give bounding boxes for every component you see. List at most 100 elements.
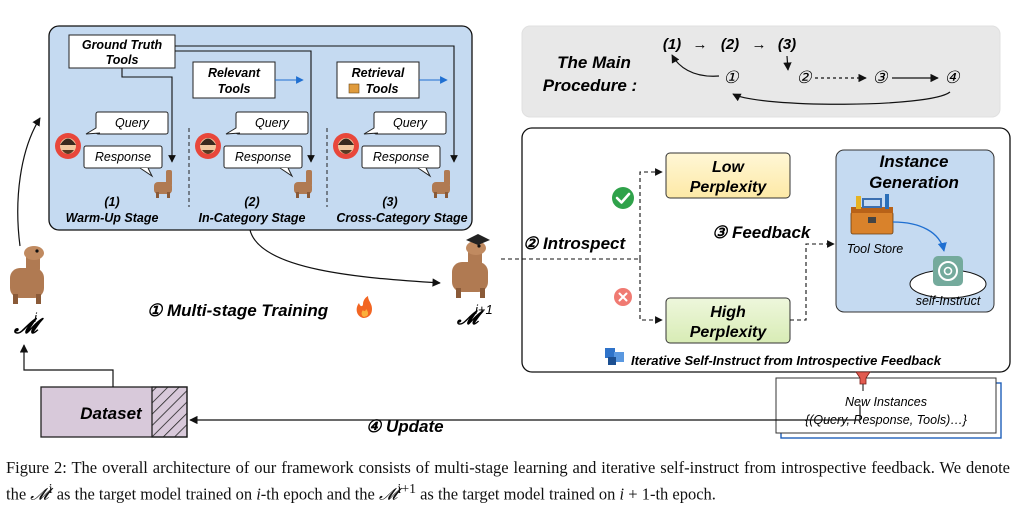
- dataset-label: Dataset: [80, 404, 143, 423]
- feedback-arrow: [790, 240, 835, 321]
- high-perplexity-line1: High: [710, 304, 746, 321]
- tool-store-icon: [850, 194, 894, 235]
- query-label: Query: [255, 116, 290, 130]
- caption-model-i-sup: i: [48, 480, 53, 496]
- response-bubble: Response: [83, 145, 163, 178]
- update-arrow: [189, 405, 861, 425]
- model-to-training-arrow: [17, 117, 41, 247]
- llama-model-i-icon: [10, 246, 44, 304]
- stage-number: (2): [244, 195, 259, 209]
- caption-part-2: as the target model trained on: [52, 484, 257, 503]
- caption-part-1: Figure 2: The overall architecture of ou…: [6, 458, 1010, 503]
- caption-i-2: i: [619, 484, 625, 503]
- user-avatar-icon: [195, 133, 221, 159]
- iterative-label: Iterative Self-Instruct from Introspecti…: [631, 353, 942, 368]
- self-instruct-label: self-Instruct: [916, 294, 981, 308]
- pin-icon: [855, 371, 871, 391]
- instance-generation-box: Instance Generation Tool Store self-Inst…: [835, 149, 995, 313]
- tool-connectors: [121, 45, 458, 163]
- architecture-diagram: Ground Truth Tools Relevant Tools Retrie…: [10, 25, 1011, 439]
- stage-name: In-Category Stage: [199, 211, 306, 225]
- procedure-circled-3: ③: [872, 68, 888, 87]
- procedure-circled-2: ②: [796, 68, 812, 87]
- procedure-circled-4: ④: [944, 68, 960, 87]
- ground-truth-tools-box: Ground Truth Tools: [68, 34, 176, 69]
- query-label: Query: [393, 116, 428, 130]
- caption-model-i: 𝓜: [30, 484, 49, 503]
- query-bubble: Query: [363, 111, 447, 135]
- procedure-step-1: (1): [663, 36, 681, 53]
- iterative-panel: Low Perplexity High Perplexity ② Introsp…: [501, 127, 1011, 373]
- ground-truth-label-line1: Ground Truth: [82, 38, 163, 52]
- caption-part-5: + 1-th epoch.: [624, 484, 716, 503]
- new-instances-content: {(Query, Response, Tools)…}: [805, 413, 967, 427]
- multi-stage-panel: Ground Truth Tools Relevant Tools Retrie…: [48, 25, 473, 231]
- dataset-to-model-arrow: [19, 344, 114, 387]
- procedure-arrow-3-to-2: [783, 55, 792, 71]
- response-bubble: Response: [361, 145, 441, 178]
- caption-i-1: i: [256, 484, 261, 503]
- llama-model-next-icon: [452, 234, 490, 298]
- procedure-title-line1: The Main: [557, 53, 631, 72]
- high-perplexity-box: High Perplexity: [665, 297, 791, 344]
- to-low-perplexity-arrow: [639, 168, 663, 259]
- caption-model-next: 𝓜: [379, 484, 398, 503]
- procedure-title-line2: Procedure :: [543, 76, 637, 95]
- query-bubble: Query: [85, 111, 169, 135]
- retrieval-tools-line1: Retrieval: [352, 66, 405, 80]
- cubes-icon: [605, 348, 624, 365]
- stage-name: Cross-Category Stage: [336, 211, 467, 225]
- relevant-tools-line1: Relevant: [208, 66, 261, 80]
- llama-icon: [154, 170, 172, 198]
- tool-store-to-gpt-arrow: [892, 221, 947, 252]
- procedure-arrow-1: →: [693, 36, 708, 53]
- tool-store-label: Tool Store: [847, 242, 904, 256]
- update-label: ④ Update: [366, 417, 444, 436]
- instance-generation-title-line1: Instance: [880, 152, 949, 171]
- training-to-model-arrow: [249, 229, 441, 287]
- instance-generation-title-line2: Generation: [869, 173, 959, 192]
- training-label: ① Multi-stage Training: [147, 301, 329, 320]
- toolbox-icon: [348, 83, 360, 94]
- relevant-tools-box: Relevant Tools: [192, 61, 276, 99]
- response-bubble: Response: [223, 145, 303, 178]
- caption-part-4: as the target model trained on: [415, 484, 620, 503]
- high-perplexity-line2: Perplexity: [690, 324, 768, 341]
- procedure-loop-arrow-top: [671, 54, 720, 77]
- model-next-superscript: i+1: [475, 302, 493, 317]
- low-perplexity-box: Low Perplexity: [665, 152, 791, 199]
- stage-name: Warm-Up Stage: [66, 211, 159, 225]
- introspect-label: ② Introspect: [523, 234, 626, 253]
- response-label: Response: [373, 150, 429, 164]
- model-i-superscript: i: [34, 310, 38, 325]
- response-label: Response: [95, 150, 151, 164]
- low-perplexity-line2: Perplexity: [690, 179, 768, 196]
- procedure-step-3: (3): [778, 36, 796, 53]
- stage-number: (3): [382, 195, 397, 209]
- procedure-step-2: (2): [721, 36, 739, 53]
- check-icon: [612, 187, 634, 209]
- procedure-arrow-2: →: [752, 36, 767, 53]
- query-label: Query: [115, 116, 150, 130]
- user-avatar-icon: [333, 133, 359, 159]
- ground-truth-label-line2: Tools: [106, 53, 139, 67]
- model-i-label: 𝓜: [13, 315, 44, 338]
- main-procedure-panel: The Main Procedure : (1) → (2) → (3) ① ②…: [521, 25, 1001, 118]
- fire-icon: [356, 296, 372, 318]
- retrieval-tools-box: Retrieval Tools: [336, 61, 420, 99]
- low-perplexity-line1: Low: [712, 159, 746, 176]
- user-avatar-icon: [55, 133, 81, 159]
- llama-icon: [294, 170, 312, 198]
- model-next-label: 𝓜: [456, 308, 484, 329]
- dataset-box: Dataset: [40, 386, 188, 438]
- new-instances-title: New Instances: [845, 395, 927, 409]
- gpt-icon: [933, 256, 963, 286]
- retrieval-tools-line2: Tools: [366, 82, 399, 96]
- response-label: Response: [235, 150, 291, 164]
- procedure-circled-1: ①: [723, 68, 739, 87]
- figure-caption: Figure 2: The overall architecture of ou…: [6, 458, 1010, 505]
- stage-number: (1): [104, 195, 119, 209]
